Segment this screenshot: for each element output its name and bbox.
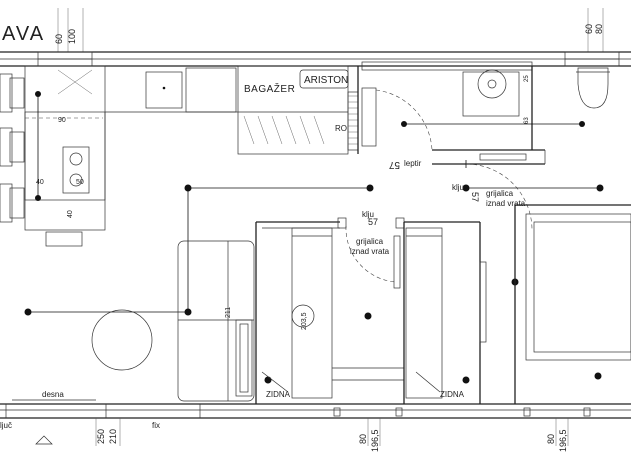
bottom-dim-1965b: 196,5 [558, 429, 568, 452]
bedroom-right [514, 204, 631, 404]
washbasin [477, 69, 507, 99]
kitchen-dim-40b: 40 [67, 210, 74, 218]
exterior-walls [0, 51, 631, 419]
ariston-label: ARISTON [304, 75, 348, 86]
bed-left [291, 227, 333, 399]
bottom-dim-80b: 80 [546, 434, 556, 444]
bottom-dim-80a: 80 [358, 434, 368, 444]
middle-door: klju 57 grijalica iznad vrata [337, 210, 480, 289]
klju-mid-number: 57 [368, 217, 378, 227]
bed-middle [405, 227, 443, 399]
bed-left-dim: 203,5 [301, 312, 308, 330]
top-dim-60-right: 60 [584, 24, 594, 34]
zidna-right-label: ZIDNA [440, 390, 465, 399]
bedroom-middle: ZIDNA [403, 222, 487, 404]
top-dim-60-left: 60 [54, 34, 64, 44]
bottom-dim-210: 210 [108, 429, 118, 444]
klju-right-label: klju [452, 183, 464, 192]
bath-dim-63: 63 [524, 117, 530, 124]
kitchen-top-counter [105, 67, 238, 113]
living-area: 211 [91, 240, 255, 402]
toilet [577, 67, 609, 109]
sofa [177, 240, 255, 402]
round-table [91, 309, 153, 371]
zidna-left-label: ZIDNA [266, 390, 291, 399]
electrical-points [24, 91, 604, 384]
grijalica-right-line2: iznad vrata [486, 199, 526, 208]
leptir-label: leptir [404, 159, 422, 168]
klju-mid-label: klju [362, 210, 374, 219]
cooktop [62, 146, 90, 194]
right-door: klju 57 grijalica iznad vrata [452, 163, 533, 231]
sink [145, 71, 183, 109]
grijalica-right-line1: grijalica [486, 189, 514, 198]
top-dimensions: 60 100 60 80 [54, 8, 604, 52]
top-dim-80-right: 80 [594, 24, 604, 34]
ariston-box [299, 69, 349, 89]
fix-label: fix [152, 421, 160, 430]
bathroom: 57 leptir 25 63 [357, 66, 610, 170]
bagazer-label: BAGAŽER [244, 82, 295, 95]
kitchen-dim-50: 50 [76, 179, 84, 186]
kitchen-counter: 90 40 50 40 [24, 65, 106, 247]
bottom-dim-250: 250 [96, 429, 106, 444]
klju-right-number: 57 [470, 192, 480, 202]
bottom-dim-1965a: 196,5 [370, 429, 380, 452]
grijalica-mid-line2: iznad vrata [350, 247, 390, 256]
desna-label: desna [42, 390, 64, 399]
balcony-chairs [0, 73, 25, 223]
bedroom-left: 203,5 ZIDNA [255, 221, 404, 404]
ro-label: RO [335, 124, 347, 133]
bed-right [525, 213, 631, 361]
kitchen-dim-90: 90 [58, 117, 66, 124]
bath-dim-25: 25 [524, 75, 530, 82]
bottom-dimensions: desna ljuč 250 210 fix 80 196,5 80 196,5 [0, 390, 591, 452]
kljuc-label: ljuč [0, 421, 12, 430]
north-marker [35, 435, 53, 445]
top-dim-100-left: 100 [67, 29, 77, 44]
grijalica-mid-line1: grijalica [356, 237, 384, 246]
kitchen-dim-40a: 40 [36, 179, 44, 186]
sofa-dim-211: 211 [225, 307, 232, 318]
leptir-number: 57 [388, 159, 400, 170]
storage-area: BAGAŽER ARISTON RO [237, 65, 359, 155]
plan-title: AVA [2, 23, 45, 45]
